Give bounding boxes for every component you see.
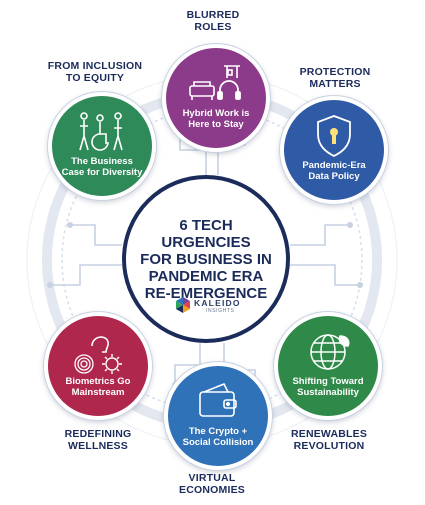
wallet-icon [199, 382, 237, 417]
center-title-line: PANDEMIC ERA [148, 268, 264, 285]
node-caption: The Business Case for Diversity [61, 156, 143, 178]
fingerprint-icon [74, 354, 94, 374]
node-sustainability: Shifting Toward Sustainability [274, 312, 382, 420]
virus-icon [102, 354, 122, 374]
label-from-inclusion-to-equity: FROM INCLUSION TO EQUITY [47, 60, 143, 84]
node-caption: Shifting Toward Sustainability [292, 376, 364, 398]
brand-name: KALEIDO [194, 298, 241, 308]
label-renewables-revolution: RENEWABLES REVOLUTION [290, 428, 368, 452]
node-caption: Biometrics Go Mainstream [65, 376, 131, 398]
label-blurred-roles: BLURRED ROLES [186, 9, 240, 33]
shield-lock-icon [317, 115, 351, 158]
center-title-line: RE-EMERGENCE [144, 285, 268, 302]
node-biometrics: Biometrics Go Mainstream [44, 312, 152, 420]
people-icon [79, 112, 123, 151]
label-redefining-wellness: REDEFINING WELLNESS [64, 428, 132, 452]
label-virtual-economies: VIRTUAL ECONOMIES [179, 472, 245, 496]
center-title: 6 TECH URGENCIES FOR BUSINESS IN PANDEMI… [136, 217, 276, 302]
node-crypto: The Crypto + Social Collision [164, 362, 272, 470]
center-title-line: FOR BUSINESS IN [140, 251, 272, 268]
center-title-line: 6 TECH URGENCIES [161, 217, 251, 251]
kaleido-logo-icon [176, 297, 190, 313]
center-circle: 6 TECH URGENCIES FOR BUSINESS IN PANDEMI… [122, 175, 290, 343]
node-caption: Hybrid Work is Here to Stay [182, 108, 250, 130]
desk-chair-icon [224, 65, 240, 78]
headset-icon [217, 80, 241, 100]
globe-leaf-icon [310, 334, 350, 370]
label-protection-matters: PROTECTION MATTERS [299, 66, 371, 90]
node-data-policy: Pandemic-Era Data Policy [280, 96, 388, 204]
node-diversity: The Business Case for Diversity [48, 92, 156, 200]
node-hybrid-work: Hybrid Work is Here to Stay [162, 44, 270, 152]
node-caption: Pandemic-Era Data Policy [302, 160, 366, 182]
head-icon [91, 336, 109, 353]
brand-sub: INSIGHTS [206, 308, 235, 314]
sofa-icon [189, 81, 215, 100]
brand-logo: KALEIDO INSIGHTS [176, 297, 246, 317]
node-caption: The Crypto + Social Collision [182, 426, 254, 448]
